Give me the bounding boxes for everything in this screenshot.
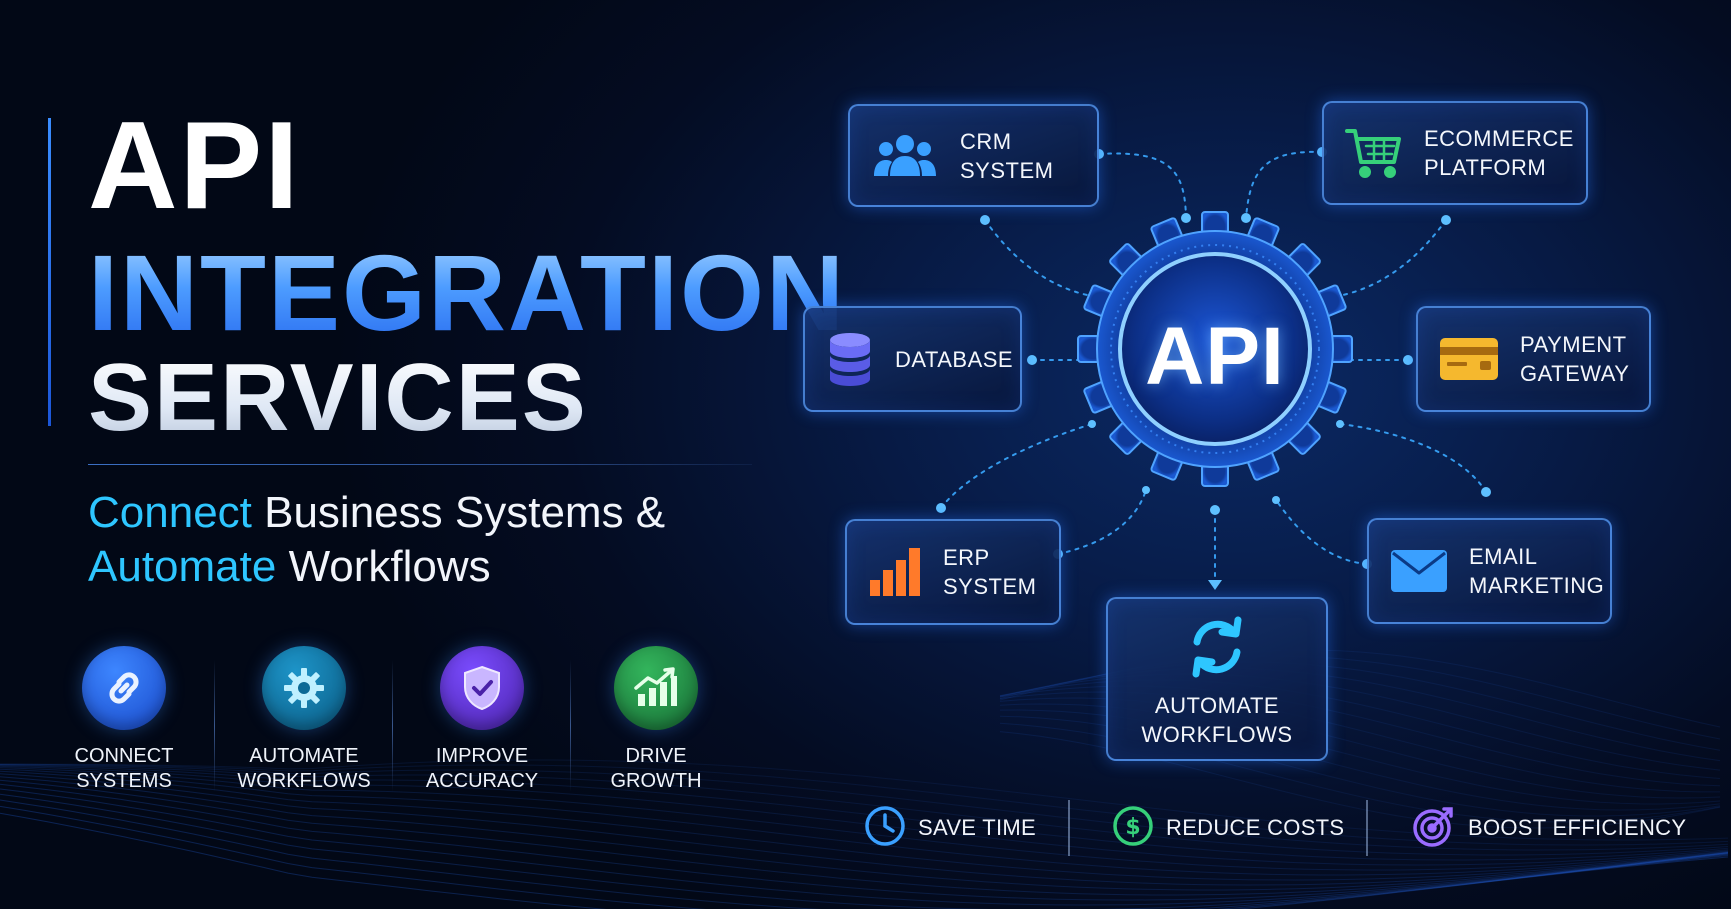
- node-label: DATABASE: [895, 346, 1014, 372]
- feature-improve-accuracy: IMPROVE ACCURACY: [402, 646, 562, 794]
- benefit-separator: [1068, 800, 1070, 856]
- feature-separator: [570, 660, 571, 792]
- benefit-separator: [1366, 800, 1368, 856]
- benefit-label: SAVE TIME: [918, 815, 1037, 840]
- node-automate-workflows[interactable]: AUTOMATE WORKFLOWS: [1106, 597, 1328, 761]
- bar-chart-icon: [847, 546, 943, 598]
- clock-icon: [864, 805, 906, 852]
- tagline-line-2: Automate Workflows: [88, 540, 491, 594]
- node-database[interactable]: DATABASE: [803, 306, 1022, 412]
- tagline-rest-1: Business Systems &: [251, 488, 666, 537]
- node-email-marketing[interactable]: EMAIL MARKETING: [1367, 518, 1612, 624]
- dollar-icon: $: [1112, 805, 1154, 852]
- benefit-reduce-costs: $ REDUCE COSTS: [1112, 805, 1345, 852]
- database-icon: [805, 331, 895, 387]
- shield-check-icon: [440, 646, 524, 730]
- feature-label: AUTOMATE WORKFLOWS: [237, 745, 371, 792]
- node-ecommerce-platform[interactable]: ECOMMERCE PLATFORM: [1322, 101, 1588, 205]
- feature-label: DRIVE GROWTH: [610, 745, 702, 792]
- tagline-highlight-connect: Connect: [88, 488, 252, 537]
- node-label: AUTOMATE WORKFLOWS: [1141, 693, 1293, 747]
- headline-line-2: INTEGRATION: [88, 232, 846, 353]
- envelope-icon: [1369, 549, 1469, 593]
- node-crm-system[interactable]: CRM SYSTEM: [848, 104, 1099, 207]
- benefit-label: REDUCE COSTS: [1166, 815, 1345, 840]
- node-label: ECOMMERCE PLATFORM: [1424, 126, 1574, 180]
- target-icon: [1412, 804, 1456, 853]
- gear-icon: [262, 646, 346, 730]
- node-label: CRM SYSTEM: [960, 128, 1054, 183]
- feature-automate-workflows: AUTOMATE WORKFLOWS: [224, 646, 384, 794]
- shopping-cart-icon: [1324, 126, 1424, 180]
- node-payment-gateway[interactable]: PAYMENT GATEWAY: [1416, 306, 1651, 412]
- api-hub-label: API: [1145, 311, 1285, 402]
- feature-label: IMPROVE ACCURACY: [425, 745, 539, 792]
- feature-label: CONNECT SYSTEMS: [74, 745, 174, 792]
- node-label: PAYMENT GATEWAY: [1520, 332, 1630, 386]
- headline-divider: [88, 464, 752, 465]
- credit-card-icon: [1418, 337, 1520, 381]
- api-hub-gear: [1077, 211, 1353, 487]
- tagline-line-1: Connect Business Systems &: [88, 486, 665, 540]
- node-label: ERP SYSTEM: [943, 545, 1037, 599]
- headline-line-1: API: [88, 97, 301, 235]
- growth-chart-icon: [614, 646, 698, 730]
- tagline-highlight-automate: Automate: [88, 542, 277, 591]
- feature-connect-systems: CONNECT SYSTEMS: [44, 646, 204, 794]
- svg-text:$: $: [1125, 815, 1140, 840]
- feature-separator: [214, 660, 215, 792]
- link-icon: [82, 646, 166, 730]
- sync-arrows-icon: [1182, 609, 1252, 685]
- headline-line-3: SERVICES: [88, 344, 588, 451]
- tagline-rest-2: Workflows: [276, 542, 491, 591]
- benefit-save-time: SAVE TIME: [864, 805, 1037, 852]
- benefit-label: BOOST EFFICIENCY: [1468, 815, 1687, 840]
- users-icon: [850, 132, 960, 180]
- feature-drive-growth: DRIVE GROWTH: [576, 646, 736, 794]
- node-label: EMAIL MARKETING: [1469, 544, 1605, 598]
- accent-bar: [48, 118, 51, 426]
- node-erp-system[interactable]: ERP SYSTEM: [845, 519, 1061, 625]
- feature-separator: [392, 660, 393, 792]
- benefit-boost-efficiency: BOOST EFFICIENCY: [1412, 806, 1686, 850]
